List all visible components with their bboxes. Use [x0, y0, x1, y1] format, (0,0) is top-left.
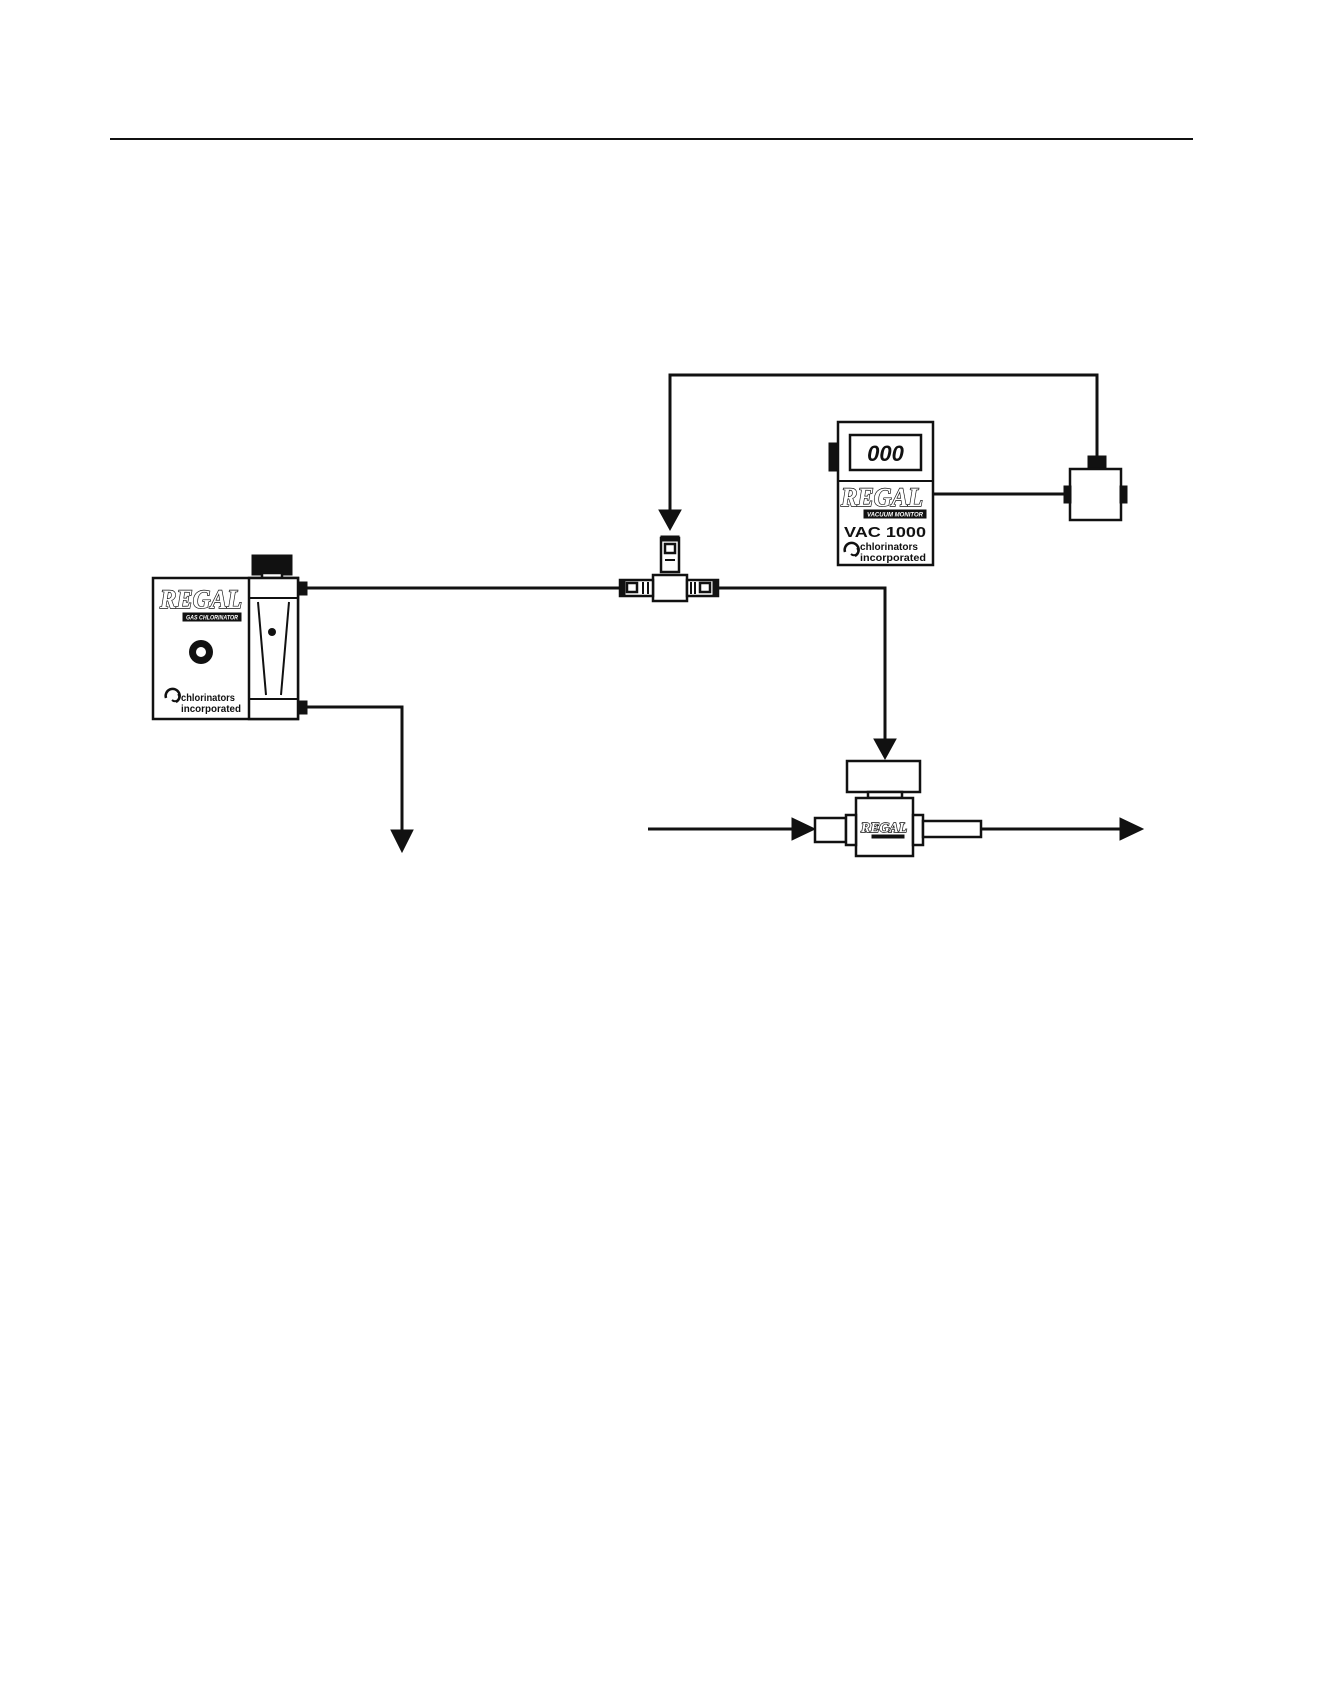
chlorinator-brand-line2: incorporated	[181, 704, 241, 715]
monitor-logo-subtitle: VACUUM MONITOR	[867, 513, 924, 519]
vacuum-monitor: 000 REGAL VACUUM MONITOR VAC 1000 chlori…	[829, 422, 933, 565]
chlorinator-logo: REGAL	[159, 585, 242, 614]
flowmeter-housing	[249, 578, 298, 719]
monitor-logo: REGAL	[840, 483, 923, 512]
arrow-right-inlet	[792, 818, 815, 840]
vacuum-port	[298, 582, 307, 595]
piping	[306, 375, 1130, 836]
vacuum-line-tee-to-ejector	[718, 588, 885, 744]
ejector-check-valve	[847, 761, 920, 792]
ejector-logo: REGAL	[860, 821, 907, 836]
ejector-inlet-nozzle	[815, 818, 846, 842]
gas-chlorinator: REGAL GAS CHLORINATOR chlorinators incor…	[153, 555, 307, 719]
monitor-model: VAC 1000	[844, 524, 926, 541]
tee-fitting	[620, 536, 718, 601]
ejector-outlet-nozzle	[913, 815, 923, 845]
vent-line	[306, 707, 402, 836]
monitor-display-readout: 000	[867, 441, 904, 466]
arrow-down-vent	[391, 830, 413, 852]
vacuum-sensor	[1064, 456, 1127, 520]
arrow-down-to-ejector	[874, 739, 896, 759]
sensor-left-port	[1064, 486, 1071, 503]
arrow-right-outlet	[1120, 818, 1143, 840]
flowmeter-float	[268, 628, 276, 636]
sensor-right-port	[1120, 486, 1127, 503]
chlorinator-brand-line1: chlorinators	[181, 693, 235, 704]
monitor-brand-line2: incorporated	[860, 553, 926, 564]
sensor-body	[1070, 469, 1121, 520]
tee-body	[653, 575, 687, 601]
monitor-side-tab	[829, 443, 838, 471]
monitor-brand-line1: chlorinators	[860, 542, 918, 553]
flow-arrows	[391, 510, 1143, 852]
vent-port	[298, 701, 307, 714]
ejector: REGAL	[815, 761, 981, 856]
arrow-down-to-tee	[659, 510, 681, 530]
sensor-top-port	[1088, 456, 1106, 469]
chlorinator-logo-subtitle: GAS CHLORINATOR	[186, 616, 239, 622]
